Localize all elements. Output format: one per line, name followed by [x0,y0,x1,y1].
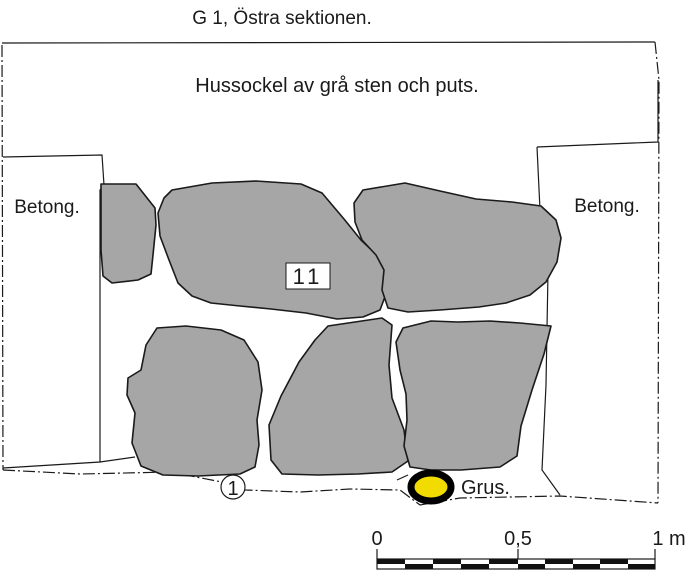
concrete-right-block [536,80,659,496]
scale-bar: 0 0,5 1 m [371,528,686,570]
stone-lower-middle [268,317,409,476]
section-boundary-left [1,44,4,471]
marker-label: 1 [227,478,238,500]
stone-small-left [100,183,157,284]
stone-lower-left [126,325,263,477]
stone-lower-right [395,320,552,471]
marker-circle [220,474,246,500]
drawing-title: G 1, Östra sektionen. [192,8,372,29]
section-boundary-top [1,41,656,44]
stone-11 [157,180,388,320]
scale-tick-1m: 1 m [652,528,685,550]
stone-number: 11 [293,264,324,289]
section-boundary-right [654,41,660,504]
concrete-left-label: Betong. [14,197,80,218]
section-bottom-line [2,469,659,506]
scale-tick-half: 0,5 [504,528,532,550]
joint-line-right [396,474,409,481]
concrete-right-label: Betong. [574,196,640,217]
gravel-symbol [407,469,455,505]
scale-tick-0: 0 [371,528,382,550]
foundation-label: Hussockel av grå sten och puts. [195,75,478,97]
stone-number-box [285,262,331,290]
joint-line-left [99,456,136,463]
stone-upper-right [353,182,562,313]
gravel-label: Grus. [461,477,510,499]
